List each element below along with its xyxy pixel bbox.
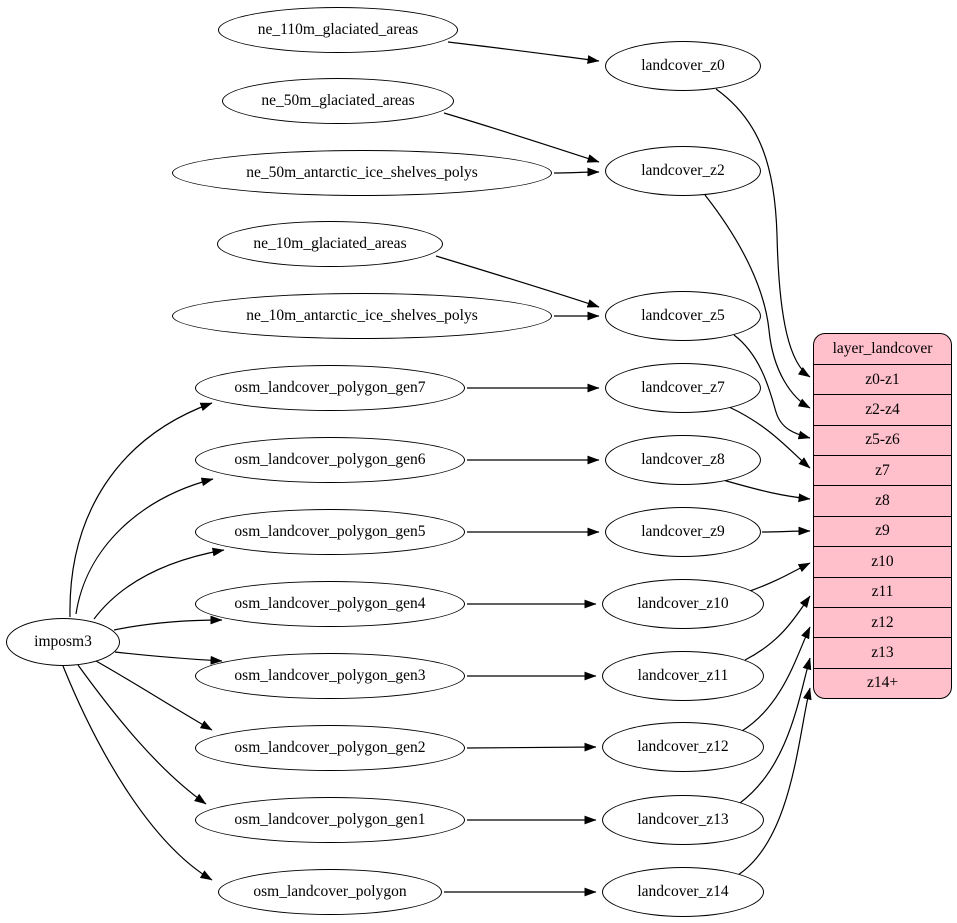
- node-ne-110m-glaciated-areas: ne_110m_glaciated_areas: [218, 7, 458, 53]
- edge-z7-to-row-z7: [728, 406, 811, 469]
- node-landcover-z7: landcover_z7: [605, 363, 761, 413]
- node-label: osm_landcover_polygon_gen4: [234, 595, 426, 612]
- table-header: layer_landcover: [832, 340, 933, 357]
- edge-z12-to-row-z12: [741, 626, 811, 732]
- node-label: landcover_z14: [637, 883, 729, 900]
- edge-imposm3-to-gen3: [114, 651, 223, 665]
- table-row-z0-z1: z0-z1: [814, 364, 951, 394]
- node-label: imposm3: [34, 633, 92, 650]
- node-label: landcover_z5: [641, 307, 725, 324]
- node-label: osm_landcover_polygon_gen1: [234, 811, 426, 828]
- edge-z0-to-row-z0-z1: [715, 88, 811, 378]
- node-imposm3: imposm3: [6, 618, 120, 666]
- table-row-z9: z9: [814, 515, 951, 546]
- node-landcover-z11: landcover_z11: [602, 651, 764, 701]
- table-row-z2-z4: z2-z4: [814, 394, 951, 424]
- edge-z14-to-row-z14plus: [737, 687, 812, 876]
- edge-imposm3-to-gen4: [113, 615, 223, 631]
- edge-z11-to-row-z11: [744, 595, 811, 661]
- edge-z9-to-row-z9: [761, 526, 811, 536]
- node-label: ne_50m_glaciated_areas: [261, 92, 415, 109]
- edge-z2-to-row-z2-z4: [704, 194, 811, 409]
- node-ne-10m-antarctic-ice-shelves-polys: ne_10m_antarctic_ice_shelves_polys: [172, 293, 552, 339]
- node-label: landcover_z2: [641, 162, 725, 179]
- node-label: ne_10m_antarctic_ice_shelves_polys: [246, 307, 478, 324]
- node-label: osm_landcover_polygon_gen2: [234, 739, 426, 756]
- node-label: osm_landcover_polygon_gen7: [234, 379, 426, 396]
- node-label: landcover_z11: [637, 667, 729, 684]
- node-label: landcover_z7: [641, 379, 725, 396]
- node-osm-landcover-polygon-gen3: osm_landcover_polygon_gen3: [195, 653, 465, 699]
- edge-imposm3-to-gen2: [95, 660, 213, 731]
- table-row-z13: z13: [814, 637, 951, 667]
- edge-z8-to-row-z8: [722, 479, 811, 503]
- node-landcover-z9: landcover_z9: [605, 507, 761, 557]
- node-osm-landcover-polygon-gen2: osm_landcover_polygon_gen2: [195, 725, 465, 771]
- node-landcover-z14: landcover_z14: [602, 867, 764, 917]
- table-row-z5-z6: z5-z6: [814, 424, 951, 455]
- edge-imposm3-to-gen1: [77, 664, 207, 805]
- node-label: osm_landcover_polygon_gen3: [234, 667, 426, 684]
- node-label: landcover_z13: [637, 811, 729, 828]
- edge-imposm3-to-gen6: [75, 477, 214, 615]
- table-row-z7: z7: [814, 455, 951, 485]
- node-label: landcover_z0: [641, 57, 725, 74]
- node-ne-50m-glaciated-areas: ne_50m_glaciated_areas: [222, 78, 454, 124]
- edge-ne110m-to-z0: [447, 41, 600, 64]
- node-ne-50m-antarctic-ice-shelves-polys: ne_50m_antarctic_ice_shelves_polys: [172, 150, 552, 196]
- edge-imposm3-to-polygon: [62, 665, 213, 881]
- edge-z10-to-row-z10: [749, 562, 811, 592]
- node-osm-landcover-polygon-gen5: osm_landcover_polygon_gen5: [195, 509, 465, 555]
- node-landcover-z5: landcover_z5: [605, 291, 761, 341]
- edge-ne50m-ant-to-z2: [553, 167, 600, 177]
- edge-imposm3-to-gen7: [69, 402, 213, 618]
- table-row-z11: z11: [814, 576, 951, 607]
- table-row-z12: z12: [814, 606, 951, 637]
- table-row-z14plus: z14+: [814, 667, 951, 698]
- edge-z5-to-row-z5-z6: [733, 334, 811, 440]
- node-landcover-z2: landcover_z2: [605, 146, 761, 196]
- node-label: landcover_z10: [637, 595, 729, 612]
- node-label: ne_50m_antarctic_ice_shelves_polys: [246, 164, 478, 181]
- node-landcover-z13: landcover_z13: [602, 795, 764, 845]
- node-osm-landcover-polygon-gen4: osm_landcover_polygon_gen4: [195, 581, 465, 627]
- node-osm-landcover-polygon: osm_landcover_polygon: [218, 869, 442, 915]
- edge-ne50m-glac-to-z2: [443, 112, 600, 163]
- node-label: ne_110m_glaciated_areas: [257, 21, 419, 38]
- node-osm-landcover-polygon-gen1: osm_landcover_polygon_gen1: [195, 797, 465, 843]
- node-label: landcover_z12: [637, 738, 729, 755]
- edge-gen2-to-z12: [466, 742, 597, 752]
- node-label: osm_landcover_polygon_gen5: [234, 523, 426, 540]
- node-label: osm_landcover_polygon: [253, 883, 407, 900]
- edge-ne10m-glac-to-z5: [435, 255, 600, 308]
- node-landcover-z12: landcover_z12: [602, 722, 764, 772]
- node-label: landcover_z9: [641, 523, 725, 540]
- table-row-z8: z8: [814, 485, 951, 515]
- table-row-z10: z10: [814, 546, 951, 576]
- node-label: landcover_z8: [641, 451, 725, 468]
- edge-z13-to-row-z13: [739, 657, 812, 804]
- edge-imposm3-to-gen5: [93, 547, 225, 620]
- node-label: ne_10m_glaciated_areas: [253, 235, 407, 252]
- node-ne-10m-glaciated-areas: ne_10m_glaciated_areas: [217, 221, 443, 267]
- node-label: osm_landcover_polygon_gen6: [234, 451, 426, 468]
- layer-landcover-table: layer_landcover z0-z1 z2-z4 z5-z6 z7 z8 …: [813, 333, 952, 699]
- node-landcover-z10: landcover_z10: [602, 579, 764, 629]
- node-osm-landcover-polygon-gen7: osm_landcover_polygon_gen7: [195, 365, 465, 411]
- node-landcover-z8: landcover_z8: [605, 435, 761, 485]
- node-osm-landcover-polygon-gen6: osm_landcover_polygon_gen6: [195, 437, 465, 483]
- node-landcover-z0: landcover_z0: [605, 41, 761, 91]
